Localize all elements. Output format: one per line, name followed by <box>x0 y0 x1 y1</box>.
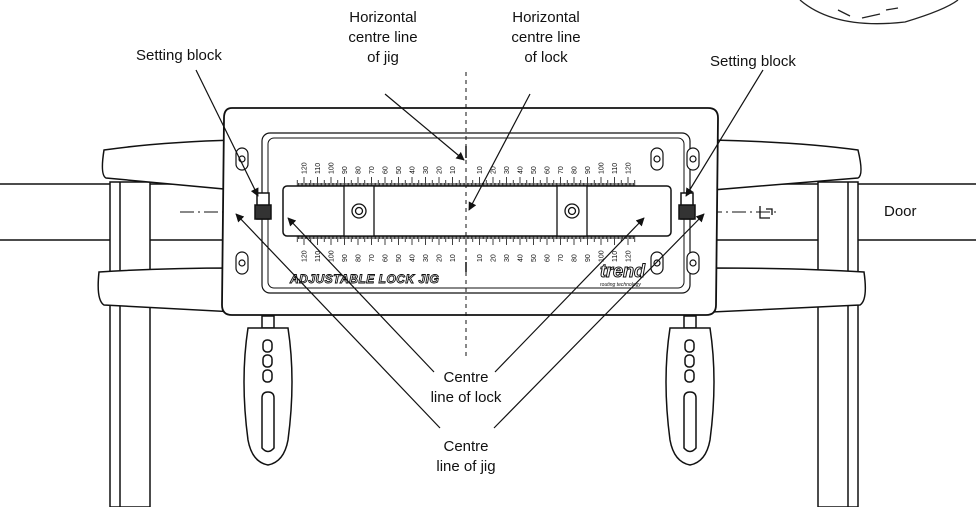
ruler-number: 10 <box>450 166 457 174</box>
brand-logo-text: trend <box>600 261 646 281</box>
ruler-number: 120 <box>626 250 633 262</box>
ruler-number: 20 <box>491 254 498 262</box>
setting-block-left-label: Setting block <box>136 47 222 64</box>
ruler-number: 80 <box>572 166 579 174</box>
horizontal-centre-line-of-lock-label: Horizontal centre line of lock <box>511 9 581 66</box>
leader-arrows <box>195 69 764 429</box>
ruler-number: 80 <box>572 254 579 262</box>
detail-circle-fragment <box>799 0 959 25</box>
ruler-number: 100 <box>599 250 606 262</box>
ruler-number: 90 <box>342 166 349 174</box>
ruler-number: 30 <box>423 254 430 262</box>
jig-name-text: ADJUSTABLE LOCK JIG <box>289 272 439 286</box>
centre-line-of-lock-label: Centre line of lock <box>430 369 502 406</box>
ruler-number: 30 <box>504 254 511 262</box>
ruler-number: 60 <box>545 254 552 262</box>
door-label: Door <box>884 203 917 220</box>
ruler-number: 100 <box>329 250 336 262</box>
ruler-number: 50 <box>396 166 403 174</box>
right-clamp <box>711 139 867 508</box>
ruler-number: 100 <box>329 162 336 174</box>
ruler-ticks <box>296 177 636 245</box>
ruler-number: 50 <box>531 254 538 262</box>
left-clamp <box>97 139 236 508</box>
ruler-number: 60 <box>383 254 390 262</box>
centre-line-symbol <box>759 206 773 219</box>
ruler-number: 40 <box>410 254 417 262</box>
ruler-number: 40 <box>410 166 417 174</box>
ruler-number: 80 <box>356 254 363 262</box>
ruler-number: 20 <box>491 166 498 174</box>
ruler-number: 100 <box>599 162 606 174</box>
ruler-number: 50 <box>396 254 403 262</box>
ruler-number: 30 <box>423 166 430 174</box>
ruler-number: 40 <box>518 166 525 174</box>
ruler-numbers: 120 120 120 120 110 110 110 110 100 100 100 100 90 90… <box>302 162 633 262</box>
setting-block-right-label: Setting block <box>710 53 796 70</box>
ruler-number: 10 <box>450 254 457 262</box>
ruler-number: 60 <box>383 166 390 174</box>
ruler-number: 70 <box>558 254 565 262</box>
setting-blocks <box>254 192 696 220</box>
ruler-number: 120 <box>626 162 633 174</box>
left-handle <box>243 315 293 466</box>
ruler-number: 30 <box>504 166 511 174</box>
ruler-number: 120 <box>302 250 309 262</box>
ruler-number: 70 <box>369 166 376 174</box>
slide-blocks <box>343 185 588 237</box>
ruler-number: 40 <box>518 254 525 262</box>
ruler-number: 90 <box>342 254 349 262</box>
ruler-number: 20 <box>437 166 444 174</box>
ruler-number: 20 <box>437 254 444 262</box>
centre-line-of-jig-label: Centre line of jig <box>436 438 496 475</box>
horizontal-centre-line-of-jig-label: Horizontal centre line of jig <box>348 9 418 66</box>
slot-screws <box>235 147 700 275</box>
ruler-number: 70 <box>369 254 376 262</box>
ruler-number: 110 <box>315 251 322 262</box>
jig-body <box>221 107 719 316</box>
ruler-number: 50 <box>531 166 538 174</box>
ruler-number: 10 <box>477 254 484 262</box>
ruler-number: 110 <box>315 163 322 174</box>
ruler-number: 60 <box>545 166 552 174</box>
ruler-number: 10 <box>477 166 484 174</box>
ruler-number: 70 <box>558 166 565 174</box>
ruler-number: 110 <box>612 163 619 174</box>
ruler-number: 110 <box>612 251 619 262</box>
brand-tagline-text: routing technology <box>600 282 641 288</box>
ruler-number: 90 <box>585 166 592 174</box>
ruler-number: 90 <box>585 254 592 262</box>
ruler-number: 80 <box>356 166 363 174</box>
right-handle <box>665 315 715 466</box>
ruler-number: 120 <box>302 162 309 174</box>
